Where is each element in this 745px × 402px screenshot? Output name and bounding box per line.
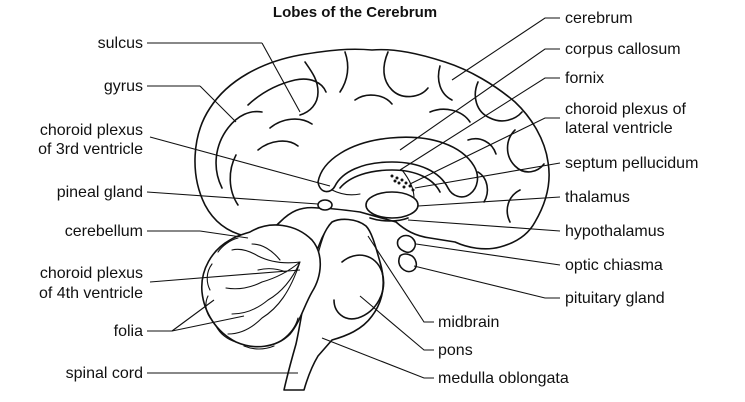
label-pons: pons <box>438 342 473 359</box>
label-optic-chiasma: optic chiasma <box>565 257 663 274</box>
label-medulla-oblongata: medulla oblongata <box>438 370 569 387</box>
label-choroid-plexus-3rd-line2: of 3rd ventricle <box>38 141 143 158</box>
label-spinal-cord: spinal cord <box>66 365 143 382</box>
label-septum-pellucidum: septum pellucidum <box>565 155 698 172</box>
pineal-gland-shape <box>318 200 332 210</box>
label-corpus-callosum: corpus callosum <box>565 41 681 58</box>
label-choroid-plexus-3rd-line1: choroid plexus <box>40 122 143 139</box>
label-choroid-plexus-lateral-line2: lateral ventricle <box>565 120 673 137</box>
label-thalamus: thalamus <box>565 189 630 206</box>
brain-illustration <box>195 49 549 390</box>
pituitary-gland-shape <box>399 254 417 272</box>
label-pituitary-gland: pituitary gland <box>565 290 665 307</box>
label-gyrus: gyrus <box>104 78 143 95</box>
label-cerebellum: cerebellum <box>65 223 143 240</box>
diagram-title: Lobes of the Cerebrum <box>273 4 437 21</box>
thalamus-shape <box>366 192 418 218</box>
label-choroid-plexus-lateral-line1: choroid plexus of <box>565 101 687 118</box>
label-folia: folia <box>114 323 143 340</box>
label-choroid-plexus-4th-line1: choroid plexus <box>40 265 143 282</box>
label-pineal-gland: pineal gland <box>57 184 143 201</box>
label-fornix: fornix <box>565 70 604 87</box>
label-sulcus: sulcus <box>98 35 143 52</box>
label-choroid-plexus-4th-line2: of 4th ventricle <box>39 285 143 302</box>
label-hypothalamus: hypothalamus <box>565 223 665 240</box>
label-midbrain: midbrain <box>438 314 499 331</box>
optic-chiasma-shape <box>397 236 415 253</box>
leader-pituitary-gland <box>414 266 560 298</box>
label-cerebrum: cerebrum <box>565 10 633 27</box>
